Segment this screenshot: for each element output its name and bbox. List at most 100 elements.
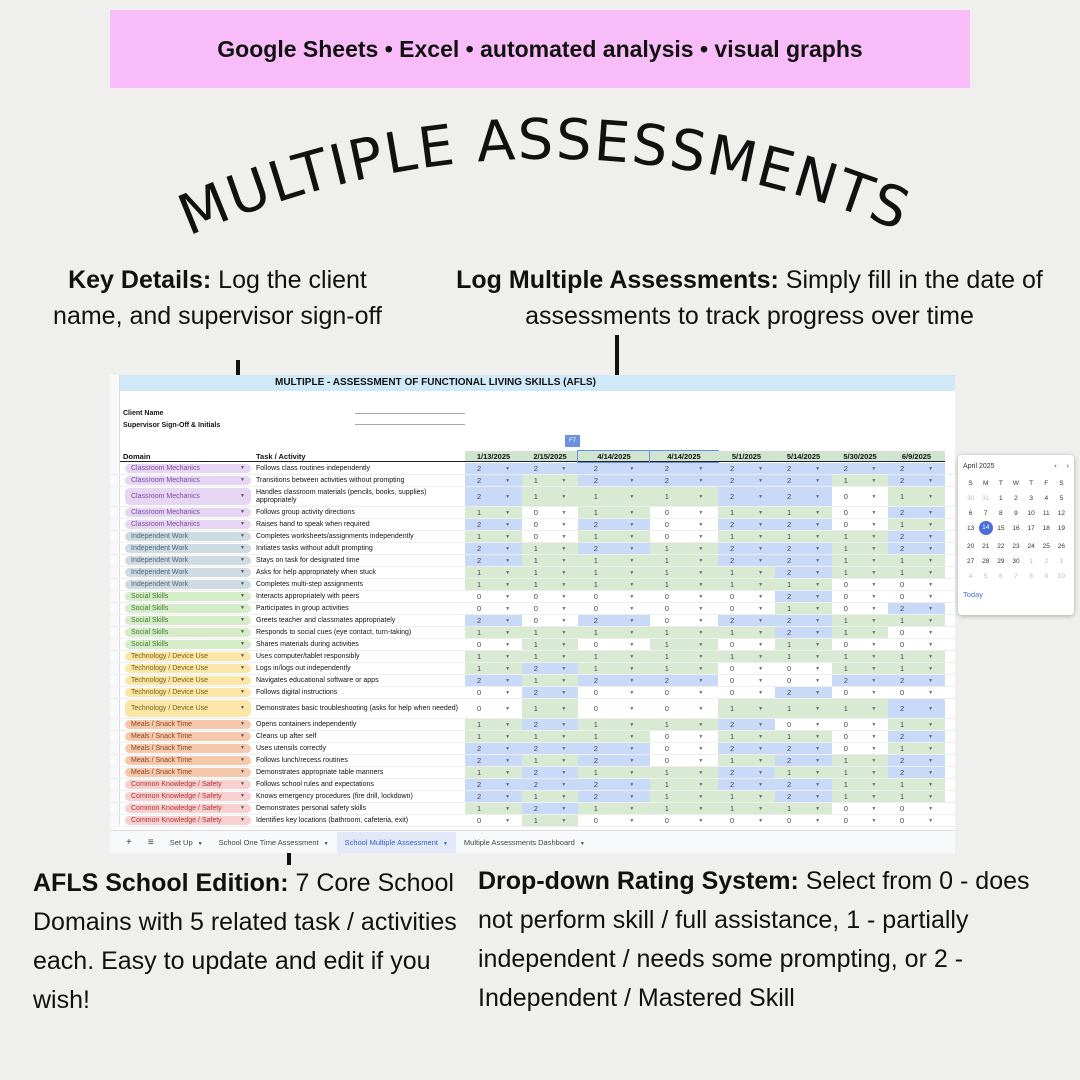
- col-header-date[interactable]: 5/30/2025: [832, 451, 888, 462]
- rating-dropdown[interactable]: 0▼: [775, 663, 832, 674]
- calendar-day[interactable]: 18: [1039, 525, 1054, 535]
- rating-dropdown[interactable]: 0▼: [832, 687, 888, 698]
- sheet-tab[interactable]: Multiple Assessments Dashboard▼: [456, 832, 593, 853]
- rating-dropdown[interactable]: 0▼: [650, 731, 718, 742]
- rating-dropdown[interactable]: 2▼: [522, 767, 578, 778]
- rating-dropdown[interactable]: 1▼: [832, 475, 888, 486]
- rating-dropdown[interactable]: 1▼: [522, 567, 578, 578]
- rating-dropdown[interactable]: 2▼: [465, 791, 522, 802]
- rating-dropdown[interactable]: 1▼: [650, 543, 718, 554]
- rating-dropdown[interactable]: 0▼: [832, 731, 888, 742]
- rating-dropdown[interactable]: 2▼: [465, 487, 522, 506]
- task-cell[interactable]: Initiates tasks without adult prompting: [256, 544, 373, 552]
- rating-dropdown[interactable]: 0▼: [465, 639, 522, 650]
- rating-dropdown[interactable]: 1▼: [718, 531, 775, 542]
- rating-dropdown[interactable]: 1▼: [832, 767, 888, 778]
- rating-dropdown[interactable]: 1▼: [832, 555, 888, 566]
- domain-dropdown[interactable]: Classroom Mechanics▼: [125, 464, 251, 473]
- rating-dropdown[interactable]: 1▼: [465, 567, 522, 578]
- rating-dropdown[interactable]: 1▼: [650, 567, 718, 578]
- task-cell[interactable]: Interacts appropriately with peers: [256, 592, 360, 600]
- rating-dropdown[interactable]: 1▼: [578, 579, 650, 590]
- calendar-day[interactable]: 7: [1008, 573, 1023, 580]
- col-header-date[interactable]: 2/15/2025: [522, 451, 578, 462]
- rating-dropdown[interactable]: 0▼: [775, 815, 832, 826]
- rating-dropdown[interactable]: 1▼: [832, 615, 888, 626]
- rating-dropdown[interactable]: 2▼: [465, 779, 522, 790]
- rating-dropdown[interactable]: 0▼: [578, 591, 650, 602]
- rating-dropdown[interactable]: 2▼: [578, 743, 650, 754]
- rating-dropdown[interactable]: 0▼: [832, 507, 888, 518]
- calendar-day[interactable]: 17: [1024, 525, 1039, 535]
- rating-dropdown[interactable]: 2▼: [775, 487, 832, 506]
- domain-dropdown[interactable]: Independent Work▼: [125, 532, 251, 541]
- calendar-day[interactable]: 13: [963, 525, 978, 535]
- rating-dropdown[interactable]: 1▼: [888, 651, 945, 662]
- rating-dropdown[interactable]: 2▼: [465, 463, 522, 474]
- rating-dropdown[interactable]: 2▼: [718, 543, 775, 554]
- calendar-day[interactable]: 15: [993, 525, 1008, 535]
- rating-dropdown[interactable]: 2▼: [522, 663, 578, 674]
- domain-dropdown[interactable]: Meals / Snack Time▼: [125, 744, 251, 753]
- rating-dropdown[interactable]: 1▼: [888, 555, 945, 566]
- rating-dropdown[interactable]: 2▼: [522, 779, 578, 790]
- calendar-day[interactable]: 24: [1024, 543, 1039, 550]
- rating-dropdown[interactable]: 0▼: [650, 755, 718, 766]
- rating-dropdown[interactable]: 0▼: [465, 687, 522, 698]
- domain-dropdown[interactable]: Social Skills▼: [125, 640, 251, 649]
- domain-cell[interactable]: Classroom Mechanics▼: [122, 463, 254, 474]
- sheet-tab[interactable]: School One Time Assessment▼: [211, 832, 337, 853]
- domain-cell[interactable]: Independent Work▼: [122, 531, 254, 542]
- calendar-day[interactable]: 10: [1024, 510, 1039, 517]
- calendar-day[interactable]: 28: [978, 558, 993, 565]
- rating-dropdown[interactable]: 1▼: [718, 755, 775, 766]
- domain-dropdown[interactable]: Technology / Device Use▼: [125, 700, 251, 717]
- rating-dropdown[interactable]: 1▼: [832, 627, 888, 638]
- rating-dropdown[interactable]: 0▼: [832, 519, 888, 530]
- rating-dropdown[interactable]: 0▼: [650, 615, 718, 626]
- rating-dropdown[interactable]: 2▼: [775, 591, 832, 602]
- rating-dropdown[interactable]: 0▼: [578, 815, 650, 826]
- calendar-day[interactable]: 20: [963, 543, 978, 550]
- rating-dropdown[interactable]: 0▼: [650, 591, 718, 602]
- all-sheets-icon[interactable]: ≡: [147, 836, 154, 848]
- domain-cell[interactable]: Common Knowledge / Safety▼: [122, 803, 254, 814]
- supervisor-field[interactable]: [355, 424, 465, 425]
- domain-dropdown[interactable]: Independent Work▼: [125, 580, 251, 589]
- task-cell[interactable]: Demonstrates personal safety skills: [256, 804, 367, 812]
- rating-dropdown[interactable]: 0▼: [775, 719, 832, 730]
- rating-dropdown[interactable]: 0▼: [650, 687, 718, 698]
- domain-dropdown[interactable]: Social Skills▼: [125, 592, 251, 601]
- calendar-day[interactable]: 23: [1008, 543, 1023, 550]
- rating-dropdown[interactable]: 1▼: [465, 507, 522, 518]
- calendar-day[interactable]: 6: [993, 573, 1008, 580]
- task-cell[interactable]: Cleans up after self: [256, 732, 317, 740]
- rating-dropdown[interactable]: 0▼: [718, 639, 775, 650]
- rating-dropdown[interactable]: 1▼: [522, 731, 578, 742]
- calendar-day[interactable]: 3: [1054, 558, 1069, 565]
- rating-dropdown[interactable]: 1▼: [888, 615, 945, 626]
- rating-dropdown[interactable]: 1▼: [775, 803, 832, 814]
- rating-dropdown[interactable]: 1▼: [578, 731, 650, 742]
- domain-dropdown[interactable]: Classroom Mechanics▼: [125, 508, 251, 517]
- rating-dropdown[interactable]: 2▼: [775, 543, 832, 554]
- rating-dropdown[interactable]: 2▼: [578, 475, 650, 486]
- rating-dropdown[interactable]: 1▼: [522, 755, 578, 766]
- rating-dropdown[interactable]: 1▼: [650, 779, 718, 790]
- rating-dropdown[interactable]: 1▼: [578, 507, 650, 518]
- task-cell[interactable]: Raises hand to speak when required: [256, 520, 370, 528]
- rating-dropdown[interactable]: 1▼: [578, 767, 650, 778]
- rating-dropdown[interactable]: 1▼: [650, 555, 718, 566]
- rating-dropdown[interactable]: 2▼: [888, 675, 945, 686]
- rating-dropdown[interactable]: 1▼: [718, 579, 775, 590]
- task-cell[interactable]: Navigates educational software or apps: [256, 676, 379, 684]
- rating-dropdown[interactable]: 2▼: [888, 755, 945, 766]
- domain-dropdown[interactable]: Social Skills▼: [125, 604, 251, 613]
- rating-dropdown[interactable]: 1▼: [775, 699, 832, 718]
- rating-dropdown[interactable]: 2▼: [465, 743, 522, 754]
- rating-dropdown[interactable]: 2▼: [888, 531, 945, 542]
- domain-cell[interactable]: Technology / Device Use▼: [122, 651, 254, 662]
- domain-cell[interactable]: Social Skills▼: [122, 639, 254, 650]
- rating-dropdown[interactable]: 0▼: [832, 487, 888, 506]
- rating-dropdown[interactable]: 1▼: [718, 791, 775, 802]
